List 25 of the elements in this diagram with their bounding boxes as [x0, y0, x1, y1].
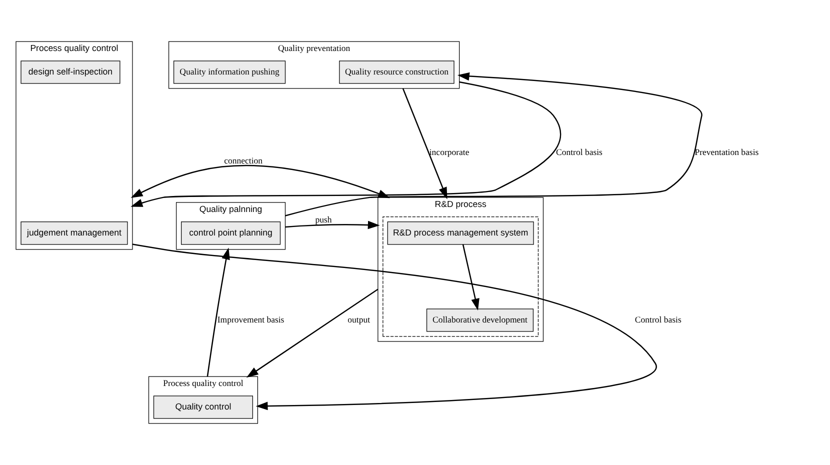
arrow — [130, 164, 390, 198]
arrow — [206, 248, 230, 377]
edge-label: Control basis — [634, 314, 682, 324]
arrow — [285, 220, 380, 230]
arrow — [132, 244, 656, 410]
node-box: Quality resource construction — [339, 60, 454, 84]
node-box: design self-inspection — [20, 60, 120, 84]
node-box: judgement management — [20, 222, 128, 245]
node-box: control point planning — [181, 222, 281, 245]
arrow — [462, 244, 480, 311]
node-box: Collaborative development — [426, 308, 534, 332]
edge-label: Control basis — [556, 146, 602, 157]
edge-label: connection — [224, 156, 263, 166]
node-box: R&D process management system — [387, 222, 534, 245]
arrow — [130, 81, 562, 207]
edge-label: incorporate — [429, 146, 470, 157]
edge-label: output — [348, 314, 370, 324]
edge-label: Improvement basis — [217, 314, 284, 324]
arrow — [285, 72, 702, 216]
edge-label: Preventation basis — [694, 146, 759, 157]
arrow — [246, 288, 378, 378]
cluster — [382, 216, 539, 337]
node-box: Quality information pushing — [173, 60, 286, 84]
node-box: Quality control — [153, 396, 253, 419]
edge-label: push — [315, 214, 332, 224]
